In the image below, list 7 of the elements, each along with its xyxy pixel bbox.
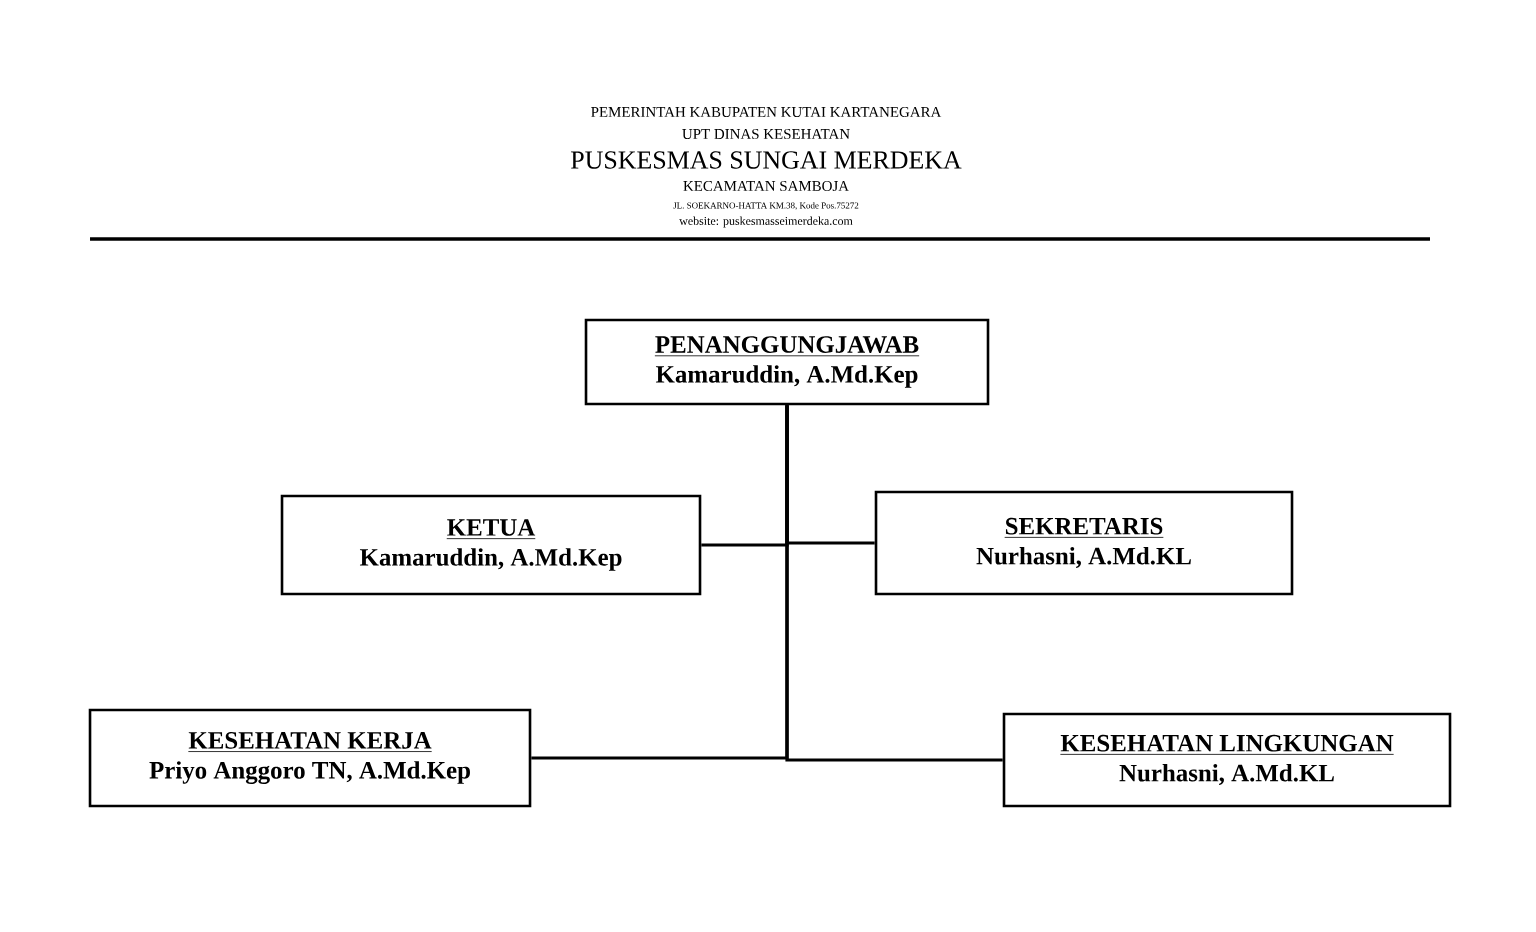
org-box: PENANGGUNGJAWAB Kamaruddin, A.Md.Kep (584, 318, 990, 406)
org-box: SEKRETARIS Nurhasni, A.Md.KL (874, 490, 1294, 596)
org-box: KESEHATAN LINGKUNGAN Nurhasni, A.Md.KL (1002, 712, 1452, 808)
connector-line (785, 405, 1003, 762)
header-text: PUSKESMAS SUNGAI MERDEKA (571, 151, 962, 169)
org-box: KESEHATAN KERJA Priyo Anggoro TN, A.Md.Kep (88, 708, 532, 808)
org-box: KETUA Kamaruddin, A.Md.Kep (280, 494, 702, 596)
